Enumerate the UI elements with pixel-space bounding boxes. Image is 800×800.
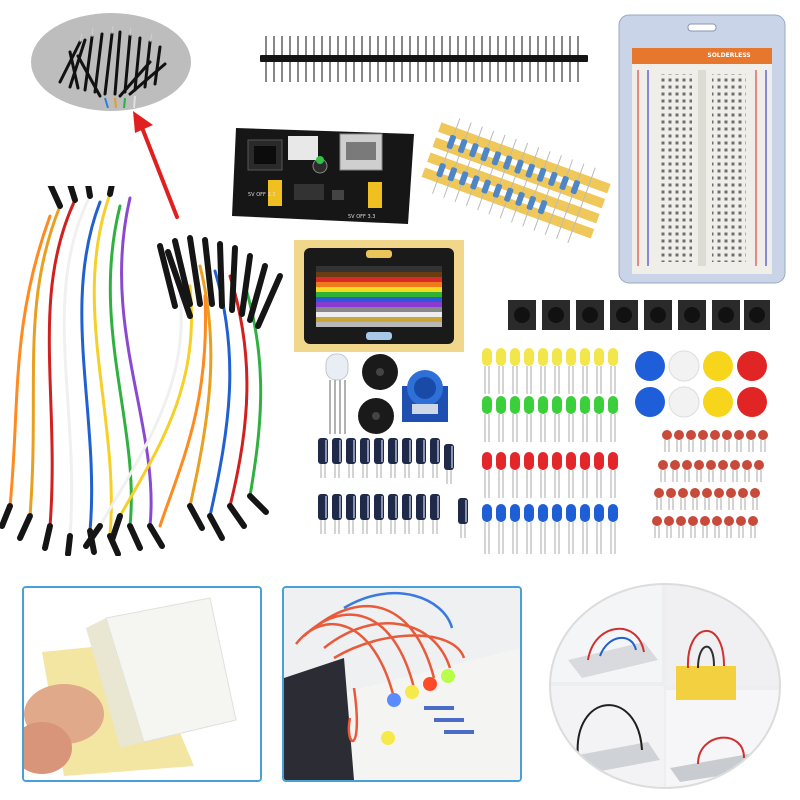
pin-header-strip xyxy=(258,34,592,84)
tactile-buttons xyxy=(506,296,772,336)
resistor-pack xyxy=(412,100,612,260)
zoom-arrow-icon xyxy=(125,105,185,225)
buzzer-bottom xyxy=(356,396,396,436)
led-assortment xyxy=(478,344,632,564)
rgb-led xyxy=(320,352,354,436)
inset-breadboard-wiring-demo xyxy=(548,582,782,790)
electrolytic-capacitors xyxy=(314,436,474,562)
jumper-wire-bundle xyxy=(0,186,300,556)
power-supply-module: 5V OFF 3.3 5V OFF 3.3 xyxy=(228,120,416,230)
resistor-color-code-card xyxy=(294,240,464,352)
jumper-wire-zoom-circle xyxy=(30,12,192,112)
svg-text:5V OFF 3.3: 5V OFF 3.3 xyxy=(248,192,275,198)
ceramic-capacitors xyxy=(648,428,772,568)
svg-text:5V OFF 3.3: 5V OFF 3.3 xyxy=(348,214,375,220)
inset-led-circuit-demo xyxy=(282,586,522,782)
inset-adhesive-backing xyxy=(22,586,262,782)
buzzer-top xyxy=(360,352,400,392)
potentiometer xyxy=(398,366,452,426)
breadboard-package: SOLDERLESS xyxy=(618,14,786,284)
breadboard-label: SOLDERLESS xyxy=(707,52,751,59)
button-caps xyxy=(632,350,782,424)
